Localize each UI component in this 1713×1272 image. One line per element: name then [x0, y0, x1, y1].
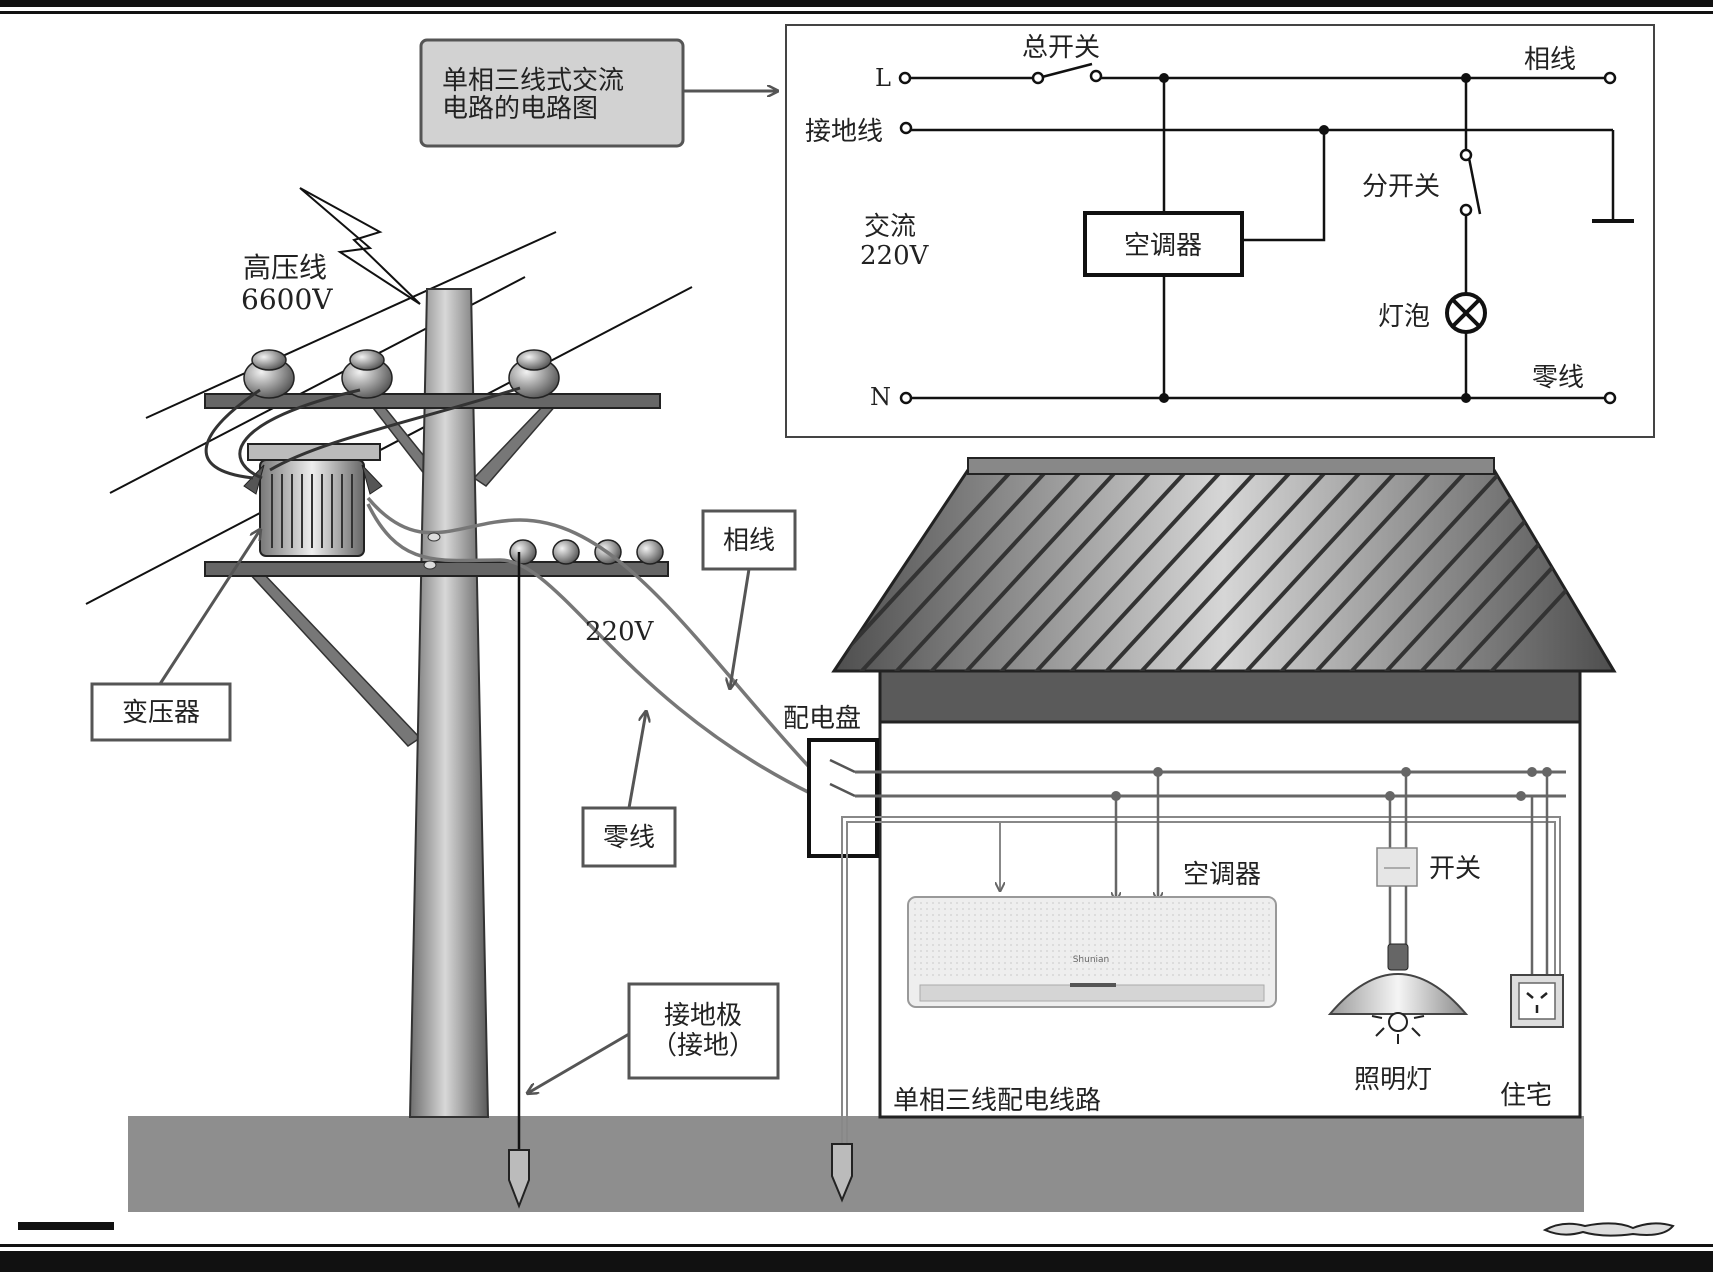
- label-panel: 配电盘: [783, 704, 861, 734]
- terminal-phase: [1603, 71, 1617, 85]
- label-phase-line: 相线: [1524, 45, 1576, 75]
- light-switch-icon: [1376, 847, 1418, 887]
- air-conditioner-unit: Shunian: [907, 896, 1277, 1008]
- title-line1: 单相三线式交流: [442, 66, 624, 96]
- label-ac-line1: 交流: [864, 212, 916, 242]
- label-air-conditioner: 空调器: [1183, 860, 1261, 890]
- crossarm-bottom: [204, 561, 669, 577]
- label-ground-rod-sub: （接地）: [651, 1031, 755, 1061]
- power-socket-icon: [1510, 974, 1564, 1028]
- phase-tag: 相线: [701, 509, 797, 688]
- ground-rod-tag: 接地极 （接地）: [528, 982, 780, 1093]
- label-branch-switch: 分开关: [1362, 172, 1440, 202]
- label-ground-wire: 接地线: [805, 117, 883, 147]
- schematic-ac-box: [1083, 211, 1244, 277]
- terminal-ground: [899, 121, 913, 135]
- terminal-neutral: [1603, 391, 1617, 405]
- insulator-icon: [341, 349, 393, 399]
- label-residence: 住宅: [1500, 1081, 1552, 1111]
- label-circuit-name: 单相三线配电线路: [893, 1086, 1101, 1116]
- terminal-L: [898, 71, 912, 85]
- main-switch: [1041, 62, 1093, 79]
- label-bulb: 灯泡: [1378, 302, 1430, 332]
- lamp-icon: [1327, 943, 1469, 1044]
- house: Shunian: [807, 457, 1617, 1203]
- transformer-tag: 变压器: [90, 530, 260, 742]
- title-box: 单相三线式交流 电路的电路图: [419, 38, 777, 148]
- schematic-ac-label: 空调器: [1124, 231, 1202, 261]
- ground-rod-icon: [508, 1149, 530, 1209]
- phase-wire: [366, 496, 814, 772]
- label-220v: 220V: [585, 617, 655, 647]
- label-L: L: [875, 64, 891, 92]
- ground-slab: [128, 1116, 1584, 1212]
- insulator-icon: [508, 349, 560, 399]
- pole-body: [408, 288, 490, 1118]
- transformer-icon: [243, 443, 383, 557]
- title-line2: 电路的电路图: [442, 94, 598, 124]
- insulator-icon: [243, 349, 295, 399]
- label-N: N: [870, 383, 891, 411]
- neutral-wire: [366, 503, 813, 796]
- ac-brand: Shunian: [1073, 955, 1110, 965]
- bulb-symbol: [1445, 292, 1487, 334]
- house-ground-line: [841, 816, 1561, 1150]
- label-ac-line2: 220V: [860, 241, 930, 271]
- label-neutral-tag: 零线: [603, 823, 655, 853]
- crossarm-top: [204, 393, 661, 409]
- label-phase-tag: 相线: [723, 526, 775, 556]
- lightning-icon: [299, 187, 421, 305]
- label-hv-line: 高压线: [243, 251, 327, 284]
- label-lamp: 照明灯: [1354, 1065, 1432, 1095]
- label-ground-rod: 接地极: [664, 1001, 742, 1031]
- roof: [831, 468, 1617, 673]
- ground-rod-icon: [831, 1143, 853, 1203]
- terminal-N: [899, 391, 913, 405]
- label-main-switch: 总开关: [1022, 33, 1100, 63]
- circuit-schematic: 空调器 L 接地线 N 总开关 相线 零线 分开关 灯泡 交流 220V: [785, 24, 1655, 438]
- label-switch: 开关: [1429, 854, 1481, 884]
- branch-switch: [1467, 157, 1482, 215]
- house-eave: [878, 666, 1582, 724]
- label-neutral-line: 零线: [1532, 363, 1584, 393]
- label-hv-voltage: 6600V: [241, 283, 333, 316]
- neutral-tag: 零线: [581, 712, 677, 868]
- label-transformer: 变压器: [122, 698, 200, 728]
- utility-pole: [85, 187, 814, 1209]
